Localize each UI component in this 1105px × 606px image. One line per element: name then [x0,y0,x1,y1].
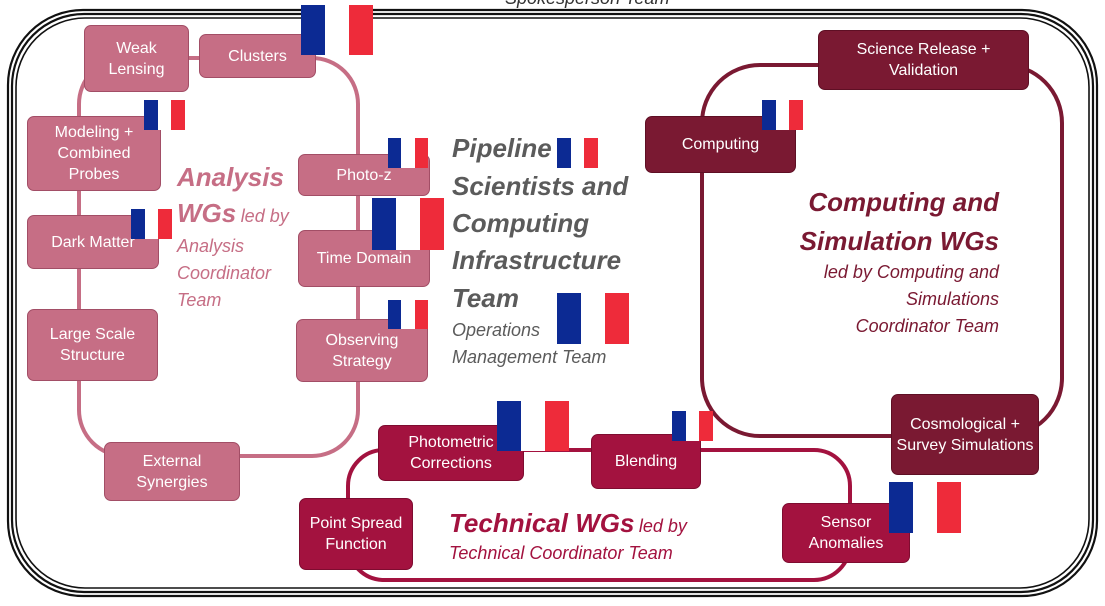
technical-led-by: led by [638,516,687,536]
pipeline-line-3: Computing [452,208,590,238]
france-flag-icon [889,482,961,533]
computing-sub-1: led by Computing and [823,262,999,282]
analysis-title-word: Analysis [177,162,284,192]
modeling-combined-probes-box[interactable]: Modeling + Combined Probes [27,116,161,191]
france-flag-icon [557,293,629,344]
analysis-sub-1: Analysis [177,236,245,256]
time-domain-box[interactable]: Time Domain [298,230,430,287]
analysis-wgs-word: WGs [177,198,237,228]
pipeline-line-1: Pipeline [452,133,552,163]
france-flag-icon [388,300,428,329]
external-synergies-box[interactable]: External Synergies [104,442,240,501]
operations-line-2: Management Team [452,347,607,367]
france-flag-icon [557,138,599,168]
large-scale-structure-box[interactable]: Large Scale Structure [27,309,158,381]
cosmological-survey-simulations-box[interactable]: Cosmological + Survey Simulations [891,394,1039,475]
science-release-validation-box[interactable]: Science Release + Validation [818,30,1029,90]
france-flag-icon [301,5,373,55]
pipeline-line-5: Team [452,283,519,313]
analysis-title-line2: WGs led by [177,196,289,230]
pipeline-line-4: Infrastructure [452,245,622,275]
france-flag-icon [131,209,173,239]
france-flag-icon [372,198,444,250]
france-flag-icon [762,100,804,130]
blending-box[interactable]: Blending [591,434,701,489]
technical-title: Technical WGs led by [449,506,687,540]
analysis-title: Analysis [177,160,284,194]
spokesperson-team-caption: Spokesperson Team [505,0,669,9]
point-spread-function-box[interactable]: Point Spread Function [299,498,413,570]
france-flag-icon [497,401,569,451]
analysis-sub-3: Team [177,290,222,310]
operations-line-1: Operations [452,320,541,340]
sensor-anomalies-box[interactable]: Sensor Anomalies [782,503,910,563]
france-flag-icon [388,138,428,168]
analysis-led-by: led by [240,206,289,226]
computing-sub-2: Simulations [905,289,999,309]
computing-title-2: Simulation WGs [799,226,999,256]
france-flag-icon [672,411,714,441]
technical-wgs-word: Technical WGs [449,508,635,538]
technical-sub: Technical Coordinator Team [449,543,673,563]
analysis-sub-2: Coordinator [177,263,272,283]
computing-title-1: Computing and [808,187,999,217]
photometric-corrections-box[interactable]: Photometric Corrections [378,425,524,481]
computing-box[interactable]: Computing [645,116,796,173]
clusters-box[interactable]: Clusters [199,34,316,78]
france-flag-icon [144,100,186,130]
computing-sub-3: Coordinator Team [855,316,999,336]
weak-lensing-box[interactable]: Weak Lensing [84,25,189,92]
pipeline-line-2: Scientists and [452,171,629,201]
observing-strategy-box[interactable]: Observing Strategy [296,319,428,382]
